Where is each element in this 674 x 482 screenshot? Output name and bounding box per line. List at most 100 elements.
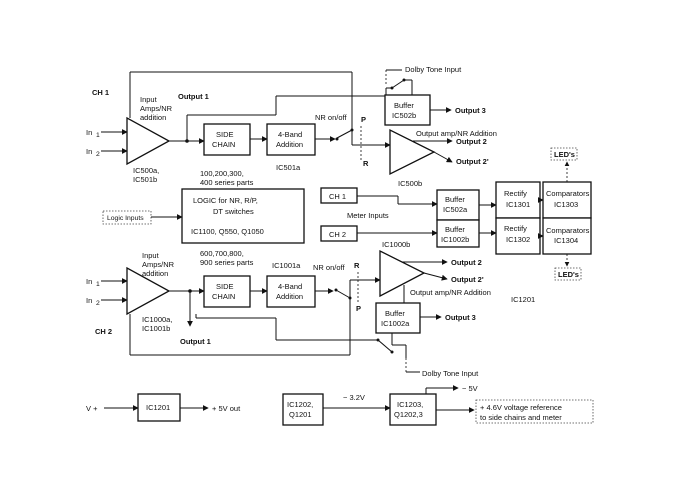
svg-text:IC1201: IC1201 xyxy=(146,403,170,412)
power-5v-out: + 5V out xyxy=(212,404,241,413)
ch2-output2: Output 2 xyxy=(451,258,482,267)
svg-text:Addition: Addition xyxy=(276,140,303,149)
ch1-p-label: P xyxy=(361,115,366,124)
ch2-output-amp-nr: Output amp/NR Addition xyxy=(410,288,491,297)
ch1-section: CH 1 In 1 In 2 Input Amps/NR addition IC… xyxy=(86,65,497,188)
svg-text:100,200,300,: 100,200,300, xyxy=(200,169,244,178)
svg-text:IC1002b: IC1002b xyxy=(441,235,469,244)
svg-text:Buffer: Buffer xyxy=(445,225,465,234)
ch1-input-amps-label: Input Amps/NR addition xyxy=(140,95,173,122)
leds-top-box xyxy=(550,147,578,161)
svg-text:Q1202,3: Q1202,3 xyxy=(394,410,423,419)
svg-text:IC1202,: IC1202, xyxy=(287,400,313,409)
svg-text:2: 2 xyxy=(96,151,100,158)
svg-text:IC1000a,: IC1000a, xyxy=(142,315,172,324)
ch1-output2p: Output 2' xyxy=(456,157,489,166)
svg-text:1: 1 xyxy=(96,132,100,139)
svg-text:IC1002a: IC1002a xyxy=(381,319,410,328)
svg-text:CH 1: CH 1 xyxy=(329,192,346,201)
svg-text:Comparators: Comparators xyxy=(546,189,590,198)
svg-text:Input: Input xyxy=(140,95,158,104)
svg-text:IC1304: IC1304 xyxy=(554,236,578,245)
svg-text:CHAIN: CHAIN xyxy=(212,292,235,301)
ch1-amp-ic-1: IC500a, xyxy=(133,166,159,175)
svg-text:Q1201: Q1201 xyxy=(289,410,312,419)
ch1-output-amp-triangle xyxy=(389,128,436,176)
svg-text:Amps/NR: Amps/NR xyxy=(140,104,173,113)
ch2-in1: In 1 xyxy=(86,277,100,288)
ch2-buffer-box xyxy=(375,302,421,334)
ch2-dolby-tone: Dolby Tone Input xyxy=(422,369,479,378)
svg-text:+ 4.6V voltage reference: + 4.6V voltage reference xyxy=(480,403,562,412)
ch1-addition-ic: IC501a xyxy=(276,163,301,172)
ch2-out-amp-ic: IC1000b xyxy=(382,240,410,249)
logic-section: 100,200,300, 400 series parts LOGIC for … xyxy=(102,169,305,267)
svg-text:Buffer: Buffer xyxy=(385,309,405,318)
voltage-reference-box xyxy=(475,399,594,424)
logic-inputs-label: Logic Inputs xyxy=(107,215,144,222)
meter-inputs-label: Meter Inputs xyxy=(347,211,389,220)
svg-text:In: In xyxy=(86,128,92,137)
svg-text:1: 1 xyxy=(96,281,100,288)
ch2-4band-addition-box xyxy=(266,275,316,308)
svg-text:4-Band: 4-Band xyxy=(278,282,302,291)
meter-section: CH 1 CH 2 Meter Inputs Buffer IC502a Buf… xyxy=(320,147,592,304)
svg-text:4-Band: 4-Band xyxy=(278,130,302,139)
ch1-r-label: R xyxy=(363,159,369,168)
ch1-input-amp-triangle xyxy=(126,116,171,166)
svg-text:In: In xyxy=(86,147,92,156)
power-section: V + IC1201 + 5V out IC1202, Q1201 − 3.2V… xyxy=(86,384,594,426)
svg-text:addition: addition xyxy=(140,113,166,122)
svg-text:CH 2: CH 2 xyxy=(329,230,346,239)
ch2-addition-ic: IC1001a xyxy=(272,261,301,270)
leds-top: LED's xyxy=(554,150,575,159)
ch2-nr-onoff: NR on/off xyxy=(313,263,345,272)
ch1-in2: In 2 xyxy=(86,147,100,158)
svg-text:IC1302: IC1302 xyxy=(506,235,530,244)
svg-text:In: In xyxy=(86,296,92,305)
ch1-output1: Output 1 xyxy=(178,92,209,101)
ch1-label: CH 1 xyxy=(92,88,109,97)
svg-text:Buffer: Buffer xyxy=(445,195,465,204)
leds-bottom-box xyxy=(554,267,582,281)
svg-text:IC1100, Q550, Q1050: IC1100, Q550, Q1050 xyxy=(191,227,264,236)
svg-text:IC502b: IC502b xyxy=(392,111,416,120)
ch1-output2: Output 2 xyxy=(456,137,487,146)
svg-text:addition: addition xyxy=(142,269,168,278)
svg-text:Rectify: Rectify xyxy=(504,224,527,233)
ch1-dolby-tone: Dolby Tone Input xyxy=(405,65,462,74)
ch1-buffer-box xyxy=(384,94,431,126)
ch2-output3: Output 3 xyxy=(445,313,476,322)
ch1-in1: In 1 xyxy=(86,128,100,139)
svg-text:SIDE: SIDE xyxy=(216,130,234,139)
ch2-in2: In 2 xyxy=(86,296,100,307)
ch1-output3: Output 3 xyxy=(455,106,486,115)
svg-text:Comparators: Comparators xyxy=(546,226,590,235)
svg-text:DT switches: DT switches xyxy=(213,207,254,216)
ch1-4band-addition-box xyxy=(266,123,316,156)
svg-text:IC1301: IC1301 xyxy=(506,200,530,209)
ch2-r-label: R xyxy=(354,261,360,270)
ch1-nr-onoff: NR on/off xyxy=(315,113,347,122)
svg-text:SIDE: SIDE xyxy=(216,282,234,291)
svg-text:to side chains and meter: to side chains and meter xyxy=(480,413,562,422)
ch2-output1: Output 1 xyxy=(180,337,211,346)
ch1-amp-ic-2: IC501b xyxy=(133,175,157,184)
svg-text:400 series parts: 400 series parts xyxy=(200,178,254,187)
svg-text:Rectify: Rectify xyxy=(504,189,527,198)
svg-text:Amps/NR: Amps/NR xyxy=(142,260,175,269)
logic-box xyxy=(181,188,305,244)
svg-text:Buffer: Buffer xyxy=(394,101,414,110)
ch2-section: In 1 In 2 Input Amps/NR addition IC1000a… xyxy=(86,240,491,378)
svg-text:In: In xyxy=(86,277,92,286)
power-neg-3-2v: − 3.2V xyxy=(343,393,365,402)
ch2-side-chain-box xyxy=(203,275,251,308)
meter-buffer-a-box xyxy=(436,189,480,221)
ch1-out-amp-ic: IC500b xyxy=(398,179,422,188)
svg-text:LOGIC for NR, R/P,: LOGIC for NR, R/P, xyxy=(193,196,258,205)
svg-text:IC1001b: IC1001b xyxy=(142,324,170,333)
svg-text:CHAIN: CHAIN xyxy=(212,140,235,149)
leds-bottom: LED's xyxy=(558,270,579,279)
svg-text:IC1203,: IC1203, xyxy=(397,400,423,409)
power-neg-5v: − 5V xyxy=(462,384,478,393)
